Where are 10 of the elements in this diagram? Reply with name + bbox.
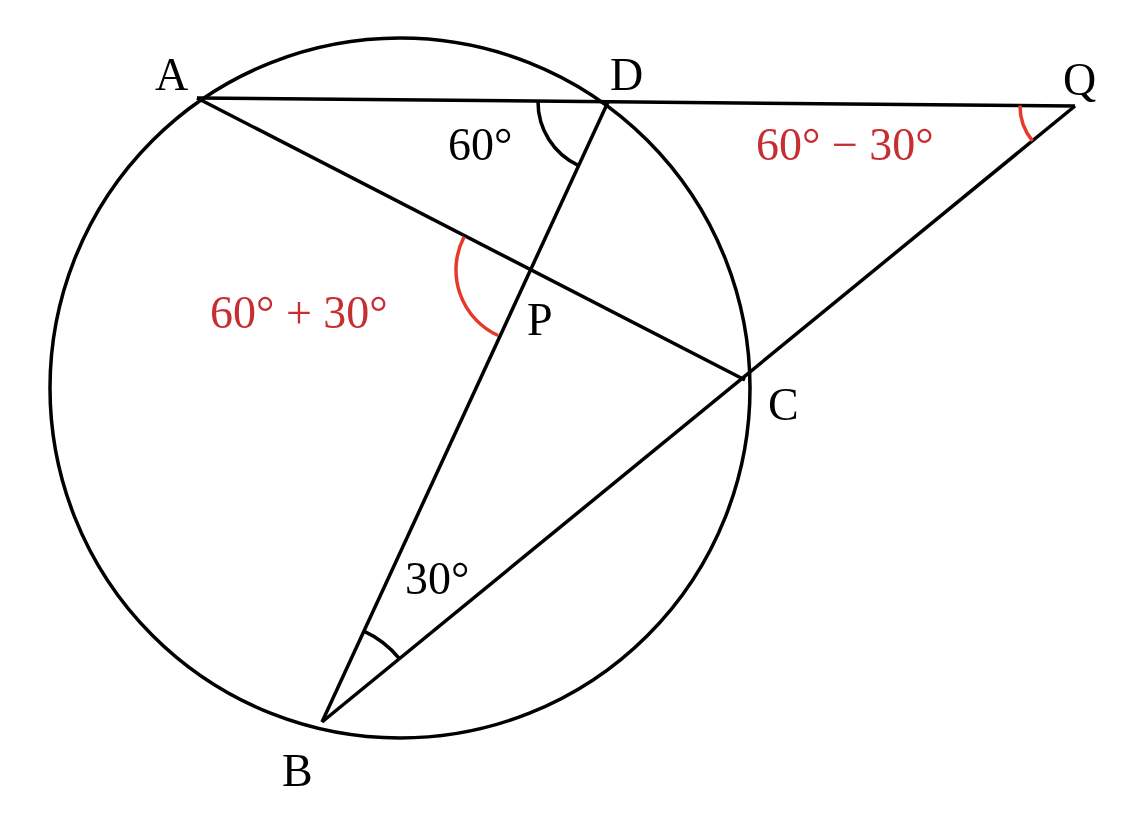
point-label: P <box>527 297 553 343</box>
angle-label: 60° <box>448 122 513 168</box>
point-label: C <box>768 382 799 428</box>
point-label: D <box>610 52 644 98</box>
point-label: B <box>282 748 313 794</box>
angle-label: 30° <box>405 556 470 602</box>
angle-label: 60° + 30° <box>210 290 388 336</box>
angle-label: 60° − 30° <box>756 122 934 168</box>
point-label: A <box>155 52 189 98</box>
point-label: Q <box>1063 57 1097 103</box>
